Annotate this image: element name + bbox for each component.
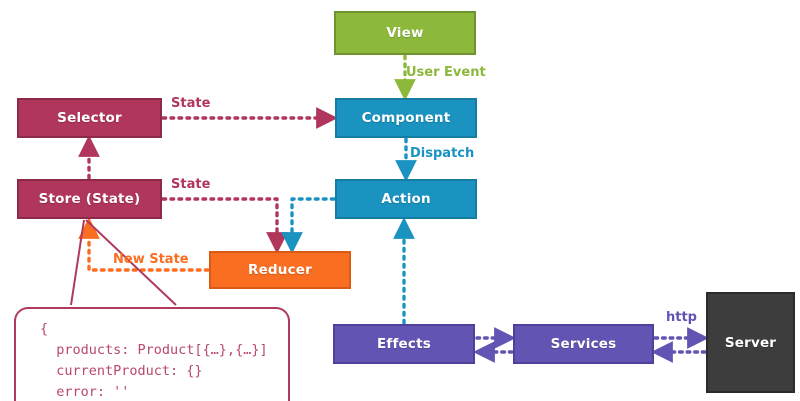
node-store-label: Store (State) <box>38 191 141 207</box>
edge-reducer-to-store <box>78 217 210 272</box>
edge-label-state-store: State <box>171 177 211 192</box>
state-shape-code: { products: Product[{…},{…}] currentProd… <box>40 321 268 400</box>
node-server[interactable]: Server <box>706 292 795 393</box>
node-services-label: Services <box>550 336 617 352</box>
node-action[interactable]: Action <box>335 179 477 219</box>
node-selector-label: Selector <box>57 110 122 126</box>
node-view-label: View <box>386 25 424 41</box>
node-reducer-label: Reducer <box>247 262 313 278</box>
edge-label-state-selector: State <box>171 96 211 111</box>
edge-label-user-event: User Event <box>406 65 486 80</box>
node-selector[interactable]: Selector <box>17 98 162 138</box>
state-shape-callout-panel: { products: Product[{…},{…}] currentProd… <box>14 307 290 401</box>
node-services[interactable]: Services <box>513 324 654 364</box>
edge-label-dispatch: Dispatch <box>410 146 475 161</box>
node-view[interactable]: View <box>334 11 476 55</box>
node-server-label: Server <box>724 334 777 351</box>
node-action-label: Action <box>381 191 431 207</box>
node-store[interactable]: Store (State) <box>17 179 162 219</box>
callout-leader-left <box>70 219 85 306</box>
callout-leader-right <box>85 219 177 306</box>
node-component-label: Component <box>361 110 451 126</box>
edge-action-to-reducer <box>281 197 336 254</box>
edge-label-http: http <box>666 310 697 325</box>
edge-store-to-reducer <box>161 197 288 254</box>
edge-label-new-state: New State <box>113 252 189 267</box>
node-effects[interactable]: Effects <box>333 324 475 364</box>
node-effects-label: Effects <box>376 336 432 352</box>
node-reducer[interactable]: Reducer <box>209 251 351 289</box>
node-component[interactable]: Component <box>335 98 477 138</box>
